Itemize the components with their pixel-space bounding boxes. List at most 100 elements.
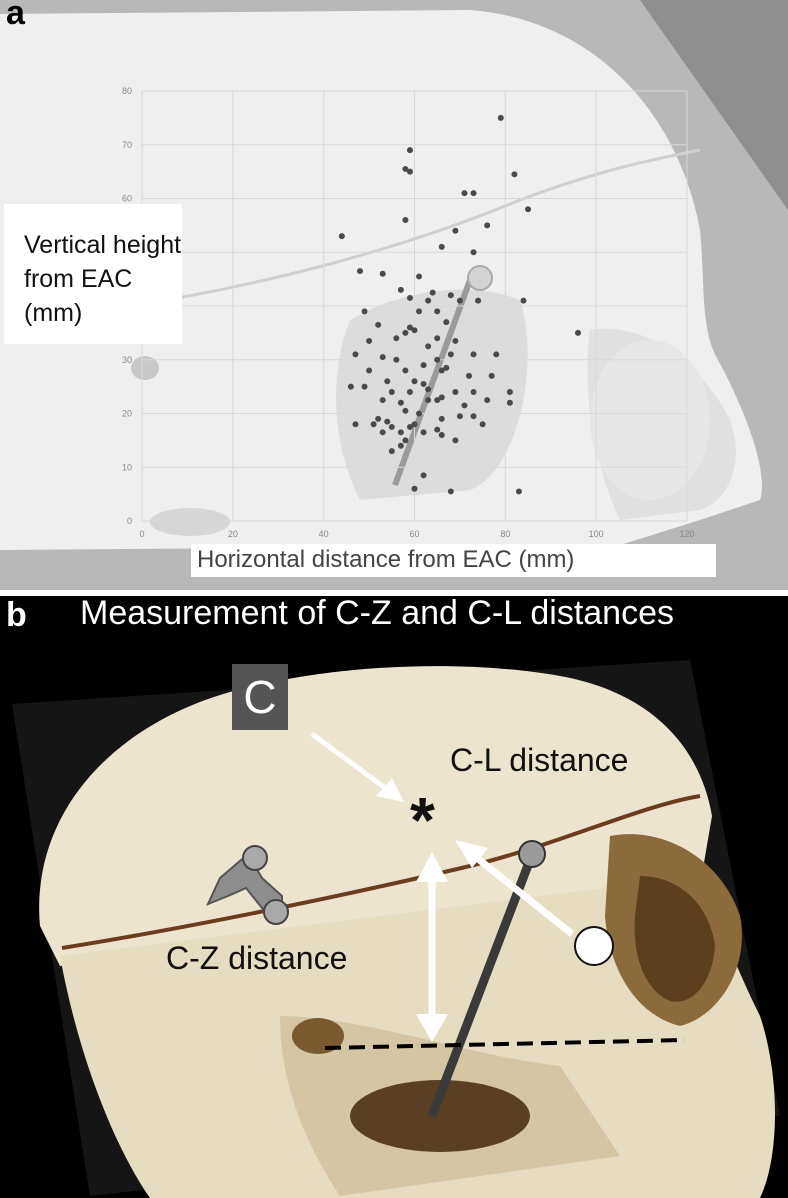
data-point xyxy=(406,389,413,395)
y-tick-label: 60 xyxy=(122,194,132,204)
hinge-screw-top xyxy=(242,845,268,871)
data-point xyxy=(438,243,445,250)
data-point xyxy=(434,308,441,315)
screw-rod xyxy=(392,278,473,487)
base-shadow xyxy=(350,1080,530,1152)
data-point xyxy=(506,389,513,395)
data-point xyxy=(402,329,409,336)
panel-a-letter: a xyxy=(6,0,25,32)
data-point xyxy=(406,423,413,430)
base-shadow xyxy=(150,508,230,536)
x-tick-label: 80 xyxy=(500,529,510,539)
data-point xyxy=(416,273,423,280)
data-point xyxy=(461,402,468,409)
data-point xyxy=(511,171,518,178)
data-point xyxy=(379,354,386,361)
cz-distance-label: C-Z distance xyxy=(166,940,348,976)
landmark-circle xyxy=(574,926,614,966)
data-point xyxy=(411,327,418,334)
x-tick-label: 120 xyxy=(679,529,694,539)
data-point xyxy=(470,190,477,197)
data-point xyxy=(397,429,404,436)
data-point xyxy=(452,337,459,344)
data-point xyxy=(384,418,391,425)
data-point xyxy=(484,222,491,229)
data-point xyxy=(402,165,409,172)
data-point xyxy=(379,397,386,404)
y-axis-label-box: Vertical height from EAC (mm) xyxy=(4,204,182,344)
data-point xyxy=(420,429,427,436)
data-point xyxy=(470,413,477,420)
screw-head xyxy=(467,265,493,291)
data-point xyxy=(411,485,418,492)
data-point xyxy=(352,351,359,358)
data-point xyxy=(456,297,463,304)
x-axis-label-box: Horizontal distance from EAC (mm) xyxy=(191,544,716,577)
y-tick-label: 10 xyxy=(122,462,132,472)
y-tick-label: 20 xyxy=(122,409,132,419)
data-point xyxy=(406,324,413,331)
data-point xyxy=(411,378,418,385)
orbit-shadow xyxy=(590,340,710,500)
data-point xyxy=(575,329,581,336)
data-point xyxy=(520,297,527,304)
y-axis-label: Vertical height from EAC (mm) xyxy=(24,231,182,327)
hinge-plate xyxy=(206,852,283,918)
x-tick-label: 40 xyxy=(319,529,329,539)
data-point xyxy=(420,362,427,369)
skull-photo xyxy=(12,660,780,1198)
data-point xyxy=(506,399,513,406)
data-point xyxy=(361,308,368,315)
data-point xyxy=(484,397,491,404)
data-point xyxy=(370,421,377,428)
x-axis-label: Horizontal distance from EAC (mm) xyxy=(197,546,575,573)
panel-b-letter: b xyxy=(6,596,27,634)
data-point xyxy=(470,351,477,358)
temporal-shadow xyxy=(336,289,528,500)
data-point xyxy=(420,380,427,387)
panel-b: b Measurement of C-Z and C-L distances C… xyxy=(0,596,788,1198)
y-tick-label: 0 xyxy=(127,516,132,526)
grid-layer xyxy=(141,90,688,522)
plate-left xyxy=(131,356,159,380)
reference-dashed-line xyxy=(324,1038,686,1050)
data-point xyxy=(402,437,409,444)
data-point xyxy=(406,294,413,301)
data-point xyxy=(447,292,454,299)
x-tick-label: 100 xyxy=(589,529,604,539)
skull-cap xyxy=(39,666,712,966)
data-point xyxy=(461,190,468,197)
data-point xyxy=(425,343,432,350)
data-point xyxy=(357,268,363,275)
x-tick-label: 60 xyxy=(409,529,419,539)
data-point xyxy=(425,397,432,404)
data-point xyxy=(375,415,382,422)
data-point xyxy=(438,367,445,374)
suture-line xyxy=(99,148,701,312)
data-point xyxy=(470,389,477,395)
cz-arrow-head-bottom xyxy=(416,1014,448,1042)
y-tick-label: 80 xyxy=(122,86,132,96)
c-pointer-head xyxy=(376,778,404,802)
c-marker-label: C xyxy=(243,671,277,723)
data-point xyxy=(493,351,500,358)
data-point xyxy=(443,319,450,326)
data-point xyxy=(352,421,359,428)
data-point xyxy=(416,308,423,315)
long-screw-head xyxy=(518,840,546,868)
data-point xyxy=(488,372,495,379)
data-point xyxy=(443,364,450,371)
data-point xyxy=(447,488,454,495)
data-point xyxy=(397,286,404,293)
data-point xyxy=(347,383,354,390)
data-point xyxy=(425,297,432,304)
data-point xyxy=(406,168,413,175)
data-point xyxy=(393,356,400,363)
data-point xyxy=(338,233,345,240)
data-point xyxy=(402,367,409,374)
data-point xyxy=(452,437,459,444)
scatter-chart: 02040608010012001020304050607080 xyxy=(122,86,695,539)
data-point xyxy=(452,389,459,395)
data-point xyxy=(388,389,395,395)
data-point xyxy=(434,426,441,433)
